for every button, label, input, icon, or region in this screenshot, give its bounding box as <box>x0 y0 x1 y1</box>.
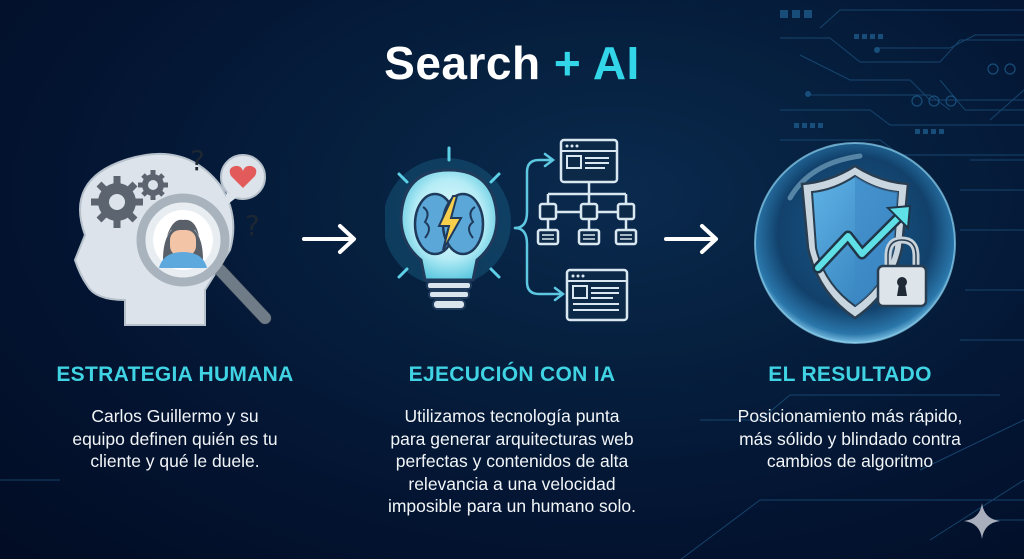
step-1-line-1: Carlos Guillermo y su <box>91 406 259 426</box>
lightbulb-brain-sitemap-icon <box>385 138 638 322</box>
step-3-line-3: cambios de algoritmo <box>766 451 934 471</box>
step-1-human-strategy: ESTRATEGIA HUMANA Carlos Guillermo y su … <box>30 363 320 473</box>
title-plus: + <box>553 37 582 89</box>
svg-text:?: ? <box>245 209 260 242</box>
svg-text:?: ? <box>190 144 205 177</box>
title-search: Search <box>384 37 541 89</box>
step-2-line-1: Utilizamos tecnología punta <box>404 406 620 426</box>
arrow-right-icon <box>664 224 718 254</box>
step-2-ai-execution: EJECUCIÓN CON IA Utilizamos tecnología p… <box>357 363 667 518</box>
shield-growth-lock-icon <box>754 142 956 344</box>
step-1-body: Carlos Guillermo y su equipo definen qui… <box>30 405 320 473</box>
step-2-line-4: relevancia a una velocidad <box>408 473 616 494</box>
arrow-right-icon <box>302 224 356 254</box>
step-3-result: EL RESULTADO Posicionamiento más rápido,… <box>700 363 1000 473</box>
step-2-body: Utilizamos tecnología punta para generar… <box>357 405 667 518</box>
title-ai: AI <box>592 37 640 89</box>
step-1-heading: ESTRATEGIA HUMANA <box>56 363 294 386</box>
step-3-heading: EL RESULTADO <box>768 363 932 386</box>
head-gears-magnifier-icon: ? ? <box>73 144 272 326</box>
page-title: Search + AI <box>0 36 1024 90</box>
step-2-line-3: perfectas y contenidos de alta <box>395 451 629 471</box>
step-3-line-2: más sólido y blindado contra <box>739 428 961 449</box>
step-2-line-5: imposible para un humano solo. <box>387 496 637 516</box>
sparkle-icon <box>964 503 1000 539</box>
step-3-line-1: Posicionamiento más rápido, <box>737 406 963 426</box>
step-2-line-2: para generar arquitecturas web <box>390 428 634 449</box>
step-2-heading: EJECUCIÓN CON IA <box>408 363 616 386</box>
step-1-line-2: equipo definen quién es tu <box>72 428 278 449</box>
step-3-body: Posicionamiento más rápido, más sólido y… <box>700 405 1000 473</box>
step-1-line-3: cliente y qué le duele. <box>90 451 260 471</box>
